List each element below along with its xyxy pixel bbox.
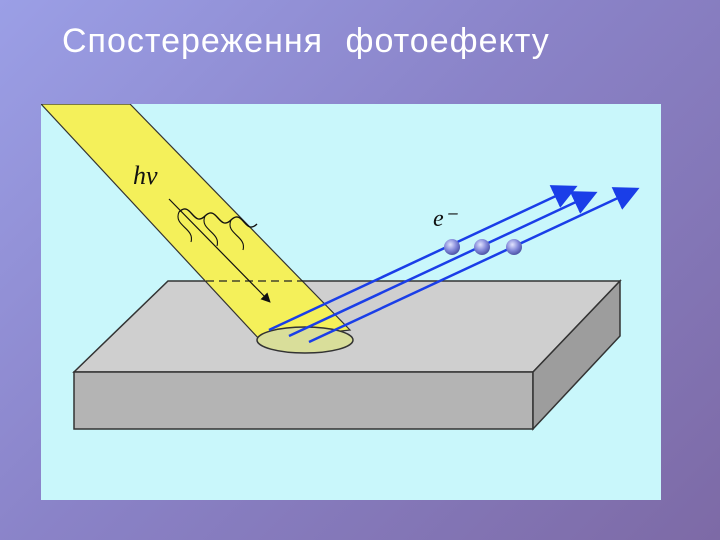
plate-side-face bbox=[532, 279, 621, 431]
electron bbox=[444, 239, 460, 255]
plate-front-face bbox=[73, 371, 534, 430]
photoeffect-diagram: hν e⁻ bbox=[41, 104, 640, 431]
electron-arrow-1 bbox=[268, 185, 578, 332]
photon-label: hν bbox=[133, 161, 158, 190]
electron-arrow-3 bbox=[308, 187, 640, 344]
electron-trajectories bbox=[268, 185, 640, 344]
photon-wave bbox=[168, 198, 271, 303]
electrons bbox=[444, 239, 522, 255]
slide-title: Спостереження фотоефекту bbox=[62, 22, 550, 60]
electron-arrow-2 bbox=[288, 191, 598, 338]
diagram-panel: hν e⁻ bbox=[41, 104, 661, 500]
electron-label: e⁻ bbox=[433, 206, 459, 232]
metal-plate bbox=[72, 279, 622, 431]
illuminated-spot bbox=[256, 326, 354, 354]
electron bbox=[474, 239, 490, 255]
electron bbox=[506, 239, 522, 255]
